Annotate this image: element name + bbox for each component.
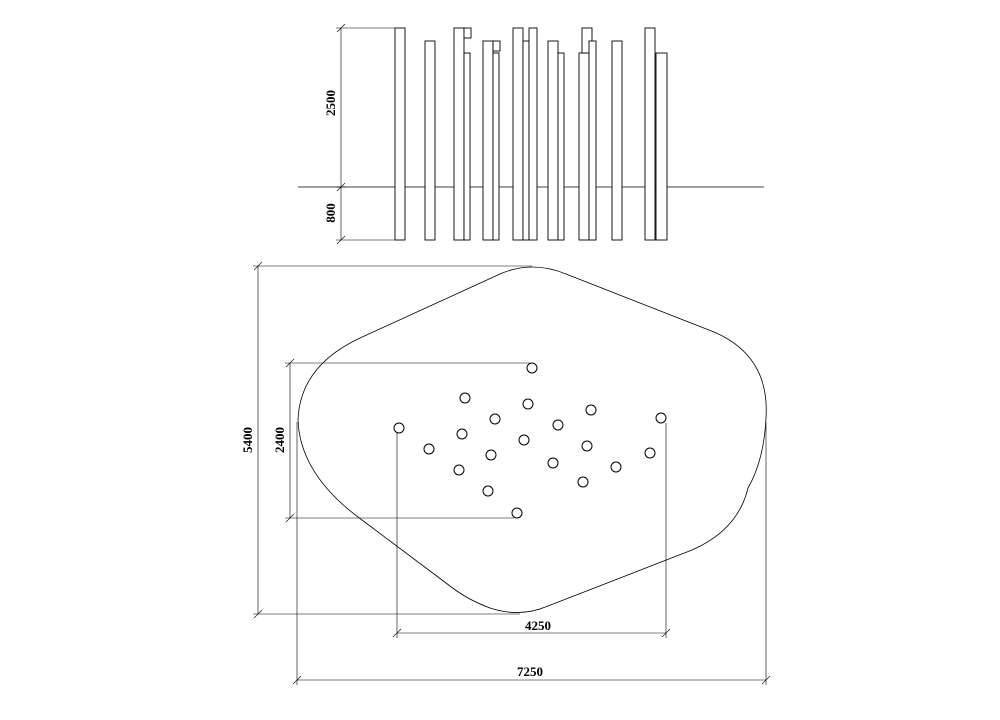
post-hole	[459, 392, 471, 404]
post-span-width-dimension	[392, 423, 671, 638]
post	[588, 40, 597, 241]
post-hole	[526, 362, 538, 374]
post-hole	[552, 419, 564, 431]
post	[463, 52, 471, 241]
height-above-ground-label: 2500	[323, 90, 338, 116]
post	[512, 27, 524, 241]
post	[482, 40, 494, 241]
post	[547, 40, 559, 241]
post	[463, 27, 472, 39]
post	[581, 27, 593, 54]
post	[655, 52, 668, 241]
post-hole	[423, 443, 435, 455]
overall-width-dimension	[292, 422, 771, 685]
post-hole	[547, 457, 559, 469]
post-hole	[511, 507, 523, 519]
post-hole	[581, 440, 593, 452]
elevation-dimension	[336, 23, 395, 245]
post	[453, 27, 465, 241]
post-hole	[655, 412, 667, 424]
post	[611, 40, 623, 241]
post	[522, 40, 530, 241]
post-span-depth-label: 2400	[272, 427, 287, 453]
overall-depth-dimension	[253, 261, 532, 619]
post	[492, 52, 500, 241]
post-hole	[485, 449, 497, 461]
post-span-depth-dimension	[285, 358, 530, 523]
post-hole	[482, 485, 494, 497]
post-holes	[393, 362, 667, 519]
post-hole	[518, 434, 530, 446]
post-hole	[610, 461, 622, 473]
post-hole	[585, 404, 597, 416]
elevation-posts	[394, 27, 668, 241]
depth-below-ground-label: 800	[323, 203, 338, 223]
post	[644, 27, 656, 241]
post-hole	[453, 464, 465, 476]
post-hole	[522, 398, 534, 410]
post	[578, 52, 590, 241]
post-hole	[577, 476, 589, 488]
post	[394, 27, 406, 241]
post-hole	[393, 422, 405, 434]
post-span-width-label: 4250	[525, 618, 551, 633]
post-hole	[489, 413, 501, 425]
post-hole	[644, 447, 656, 459]
post	[528, 27, 538, 241]
post	[424, 40, 436, 241]
elevation-view: 2500 800	[298, 23, 764, 245]
overall-width-label: 7250	[517, 664, 543, 679]
overall-depth-label: 5400	[240, 427, 255, 453]
post	[557, 52, 565, 241]
post	[492, 40, 501, 52]
safety-area-outline	[297, 266, 767, 613]
post-hole	[456, 428, 468, 440]
plan-view: 5400 2400 4250 7250	[240, 261, 771, 685]
